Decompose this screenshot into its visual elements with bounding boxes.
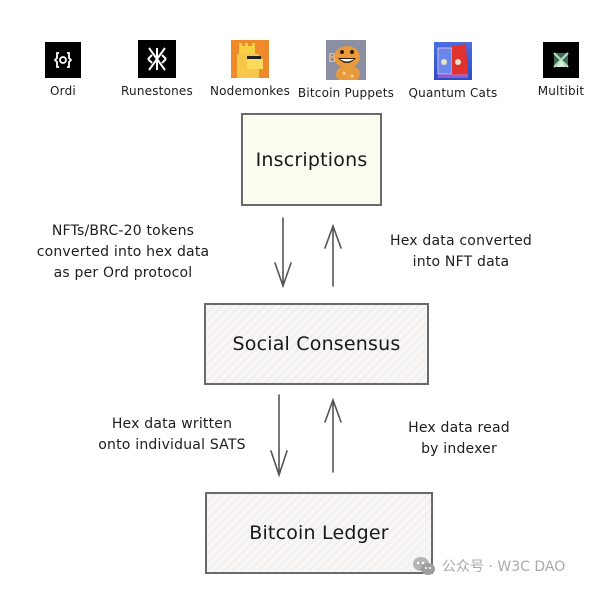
- edge-label-line: Hex data written: [111, 416, 233, 432]
- edge-label-line: into NFT data: [412, 254, 510, 270]
- edge-label-line: by indexer: [421, 441, 497, 457]
- runestones-logo-icon: [138, 40, 176, 78]
- arrow-up-icon: [324, 223, 342, 287]
- inscriptions-node: Inscriptions: [241, 113, 382, 206]
- edge-label-inscriptions-to-consensus: NFTs/BRC-20 tokens converted into hex da…: [18, 221, 228, 284]
- project-label: Runestones: [121, 84, 193, 98]
- edge-label-consensus-to-ledger: Hex data written onto individual SATS: [72, 414, 272, 456]
- social-consensus-label: Social Consensus: [232, 333, 401, 355]
- bitcoin-ledger-label: Bitcoin Ledger: [249, 522, 389, 544]
- project-label: Ordi: [50, 84, 76, 98]
- edge-label-line: NFTs/BRC-20 tokens: [51, 223, 195, 239]
- edge-label-line: converted into hex data: [36, 244, 210, 260]
- edge-label-line: onto individual SATS: [98, 437, 246, 453]
- social-consensus-node: Social Consensus: [204, 303, 429, 385]
- inscriptions-label: Inscriptions: [255, 148, 368, 171]
- edge-label-consensus-to-inscriptions: Hex data converted into NFT data: [366, 231, 556, 273]
- project-nodemonkes: Nodemonkes: [195, 40, 305, 98]
- edge-label-line: Hex data read: [408, 420, 510, 436]
- project-label: Quantum Cats: [408, 86, 498, 100]
- watermark-text: 公众号 · W3C DAO: [442, 559, 566, 575]
- edge-label-line: Hex data converted: [390, 233, 532, 249]
- multibit-logo-icon: [543, 42, 579, 78]
- wechat-icon: [413, 557, 435, 575]
- project-label: Multibit: [537, 84, 585, 98]
- project-label: Bitcoin Puppets: [297, 86, 395, 100]
- svg-text:B: B: [328, 51, 336, 65]
- project-ordi: Ordi: [8, 42, 118, 98]
- bitcoin-ledger-node: Bitcoin Ledger: [205, 492, 433, 574]
- project-multibit: Multibit: [506, 42, 600, 98]
- edge-label-ledger-to-consensus: Hex data read by indexer: [384, 418, 534, 460]
- bitcoin-puppets-logo-icon: B: [326, 40, 366, 80]
- arrow-down-icon: [270, 394, 288, 478]
- watermark: 公众号 · W3C DAO: [412, 556, 565, 576]
- quantum-cats-logo-icon: [434, 42, 472, 80]
- project-label: Nodemonkes: [209, 84, 291, 98]
- arrow-up-icon: [324, 397, 342, 473]
- nodemonkes-logo-icon: [231, 40, 269, 78]
- project-bitcoin-puppets: B Bitcoin Puppets: [291, 40, 401, 100]
- project-quantum-cats: Quantum Cats: [398, 42, 508, 100]
- edge-label-line: as per Ord protocol: [53, 265, 193, 281]
- project-runestones: Runestones: [102, 40, 212, 98]
- ordi-logo-icon: [45, 42, 81, 78]
- arrow-down-icon: [274, 217, 292, 289]
